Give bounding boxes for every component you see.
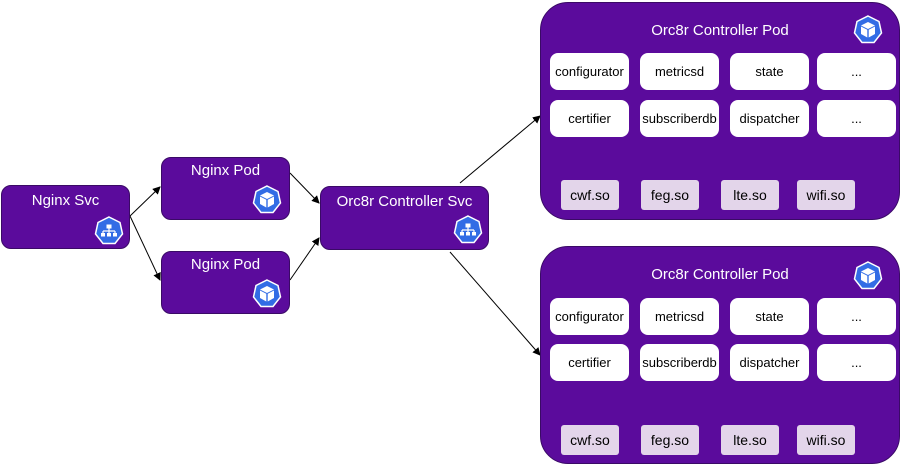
service-node-certifier[interactable]: certifier [550, 344, 629, 381]
service-node-more[interactable]: ... [817, 344, 896, 381]
arrow-svc-to-pod2 [129, 215, 161, 281]
k8s-pod-icon [853, 261, 883, 290]
plugin-lte[interactable]: lte.so [721, 425, 779, 455]
controller-pod-box-1[interactable]: Orc8r Controller Pod configurator metric… [540, 2, 900, 220]
plugin-wifi[interactable]: wifi.so [797, 425, 855, 455]
k8s-service-icon [94, 216, 124, 245]
k8s-pod-icon [252, 185, 282, 214]
k8s-service-icon [453, 215, 483, 244]
plugin-cwf[interactable]: cwf.so [561, 180, 619, 210]
service-node-more[interactable]: ... [817, 298, 896, 335]
nginx-pod-box-2[interactable]: Nginx Pod [161, 251, 290, 314]
arrow-pod1-to-ctrlsvc [289, 172, 320, 204]
controller-svc-box[interactable]: Orc8r Controller Svc [320, 186, 489, 250]
plugin-feg[interactable]: feg.so [641, 180, 699, 210]
nginx-pod-title-2: Nginx Pod [190, 256, 261, 273]
controller-svc-title: Orc8r Controller Svc [336, 193, 473, 210]
service-node-metricsd[interactable]: metricsd [640, 298, 719, 335]
service-node-dispatcher[interactable]: dispatcher [730, 100, 809, 137]
service-node-more[interactable]: ... [817, 100, 896, 137]
service-node-dispatcher[interactable]: dispatcher [730, 344, 809, 381]
controller-pod-title-1: Orc8r Controller Pod [651, 22, 789, 39]
arrow-ctrlsvc-to-ctrlpod2 [449, 251, 541, 356]
plugin-feg[interactable]: feg.so [641, 425, 699, 455]
k8s-pod-icon [252, 279, 282, 308]
service-node-more[interactable]: ... [817, 53, 896, 90]
arrow-svc-to-pod1 [129, 186, 161, 217]
service-node-subscriberdb[interactable]: subscriberdb [640, 344, 719, 381]
service-node-metricsd[interactable]: metricsd [640, 53, 719, 90]
service-node-state[interactable]: state [730, 298, 809, 335]
plugin-wifi[interactable]: wifi.so [797, 180, 855, 210]
arrow-ctrlsvc-to-ctrlpod1 [459, 115, 541, 184]
arrow-pod2-to-ctrlsvc [289, 237, 320, 281]
nginx-pod-box-1[interactable]: Nginx Pod [161, 157, 290, 220]
service-node-configurator[interactable]: configurator [550, 53, 629, 90]
controller-pod-box-2[interactable]: Orc8r Controller Pod configurator metric… [540, 246, 900, 464]
service-node-configurator[interactable]: configurator [550, 298, 629, 335]
service-node-subscriberdb[interactable]: subscriberdb [640, 100, 719, 137]
k8s-pod-icon [853, 15, 883, 44]
nginx-svc-box[interactable]: Nginx Svc [1, 185, 130, 249]
controller-pod-title-2: Orc8r Controller Pod [651, 266, 789, 283]
service-node-certifier[interactable]: certifier [550, 100, 629, 137]
service-node-state[interactable]: state [730, 53, 809, 90]
nginx-pod-title-1: Nginx Pod [190, 162, 261, 179]
plugin-lte[interactable]: lte.so [721, 180, 779, 210]
plugin-cwf[interactable]: cwf.so [561, 425, 619, 455]
nginx-svc-title: Nginx Svc [31, 192, 100, 209]
